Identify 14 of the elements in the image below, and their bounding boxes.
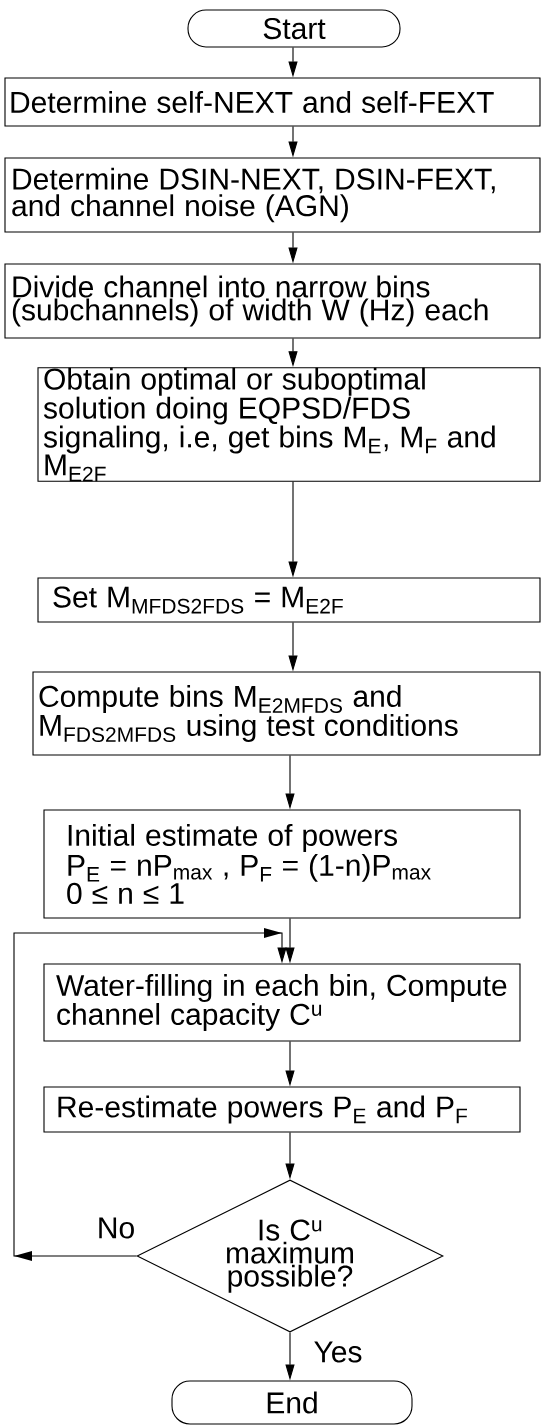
process-box: Divide channel into narrow bins (subchannels) of width W (Hz) each [4,263,541,339]
edge-label: Yes [312,1340,364,1364]
process-box: Determine self-NEXT and self-FEXT [4,77,541,127]
process-box: Set M$_{MFDS2FDS}$ = M$_{E2F}$ [37,577,541,623]
process-box: Determine DSIN-NEXT, DSIN-FEXT, and channel noise (AGN) [4,157,541,233]
process-box: Water-filling in each bin, Compute channel capacity C$^{u}$ [43,963,521,1042]
loop-arrow [13,928,287,1261]
process-box: Compute bins M$_{E2MFDS}$ and M$_{FDS2MFDS}$ using test conditions [32,671,541,756]
process-box: Obtain optimal or suboptimal solution doing EQPSD/FDS signaling, i.e, get bins M$_{E}$, M$_{F}$ and M$_{E2F}$ [37,367,541,482]
process-box: Re-estimate powers P$_{E}$ and P$_{F}$ [43,1086,521,1133]
terminal-box: End [171,1380,413,1425]
process-box: Initial estimate of powers P$_{E}$ = nP$_{max}$ , P$_{F}$ = (1-n)P$_{max}$ 0 ≤ n ≤ 1 [43,809,521,919]
edge-label: No [95,1216,137,1240]
terminal-box: Start [187,9,401,48]
